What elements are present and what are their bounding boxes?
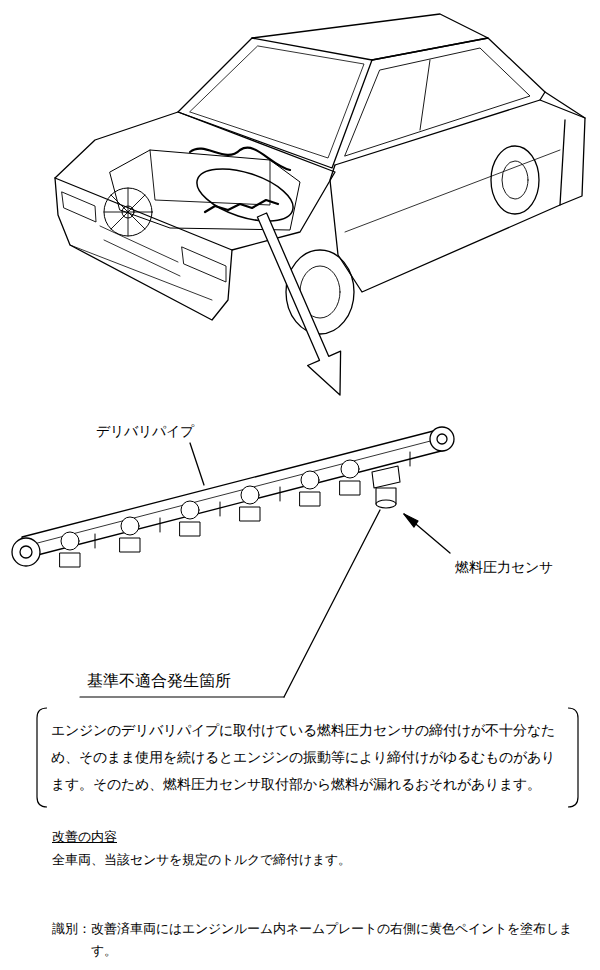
car-drawing <box>55 112 335 250</box>
car-drawing <box>55 178 232 320</box>
engine-drawing <box>104 188 152 236</box>
delivery-pipe-drawing <box>120 538 140 552</box>
pressure-sensor-drawing <box>372 466 400 508</box>
leader-line <box>190 443 204 485</box>
delivery-pipe-drawing <box>20 546 32 558</box>
car-drawing <box>62 192 96 222</box>
delivery-pipe-drawing <box>437 434 447 444</box>
part-label: デリバリパイプ <box>96 421 194 441</box>
delivery-pipe-drawing <box>430 427 454 451</box>
right-bracket <box>568 708 578 807</box>
bracketed-note: 基準不適合発生箇所エンジンのデリバリパイプに取付けている燃料圧力センサの締付けが… <box>35 707 580 808</box>
delivery-pipe-drawing <box>300 492 320 506</box>
delivery-pipe-drawing <box>12 538 40 566</box>
car-drawing <box>491 146 539 214</box>
pressure-sensor-drawing <box>376 500 396 508</box>
pointer-arrow <box>257 213 340 395</box>
note-text: 識別：改善済車両にはエンジンルーム内ネームプレートの右側に黄色ペイントを塗布しま… <box>52 918 577 962</box>
sensor-arrow <box>404 514 418 527</box>
illustration <box>12 14 585 697</box>
delivery-pipe-drawing <box>301 471 319 489</box>
car-drawing <box>252 14 488 60</box>
leader-line <box>80 696 284 697</box>
leader-line <box>80 443 380 697</box>
delivery-pipe-drawing <box>121 517 139 535</box>
car-drawing <box>345 48 530 156</box>
car-drawing <box>545 92 585 205</box>
delivery-pipe-drawing <box>60 553 80 567</box>
delivery-pipe-drawing <box>180 522 200 536</box>
delivery-pipe-drawing <box>60 452 410 567</box>
delivery-pipe-drawing <box>26 438 442 546</box>
sensor-arrow <box>404 514 450 553</box>
car-drawing <box>330 120 565 292</box>
car-drawing <box>540 100 585 118</box>
car-drawing <box>502 161 528 199</box>
car-drawing <box>190 46 364 158</box>
section-heading: 基準不適合発生箇所 <box>87 671 231 692</box>
delivery-pipe-drawing <box>61 532 79 550</box>
car-drawing <box>182 247 226 282</box>
delivery-pipe-drawing <box>22 428 445 559</box>
car-drawing <box>100 226 180 276</box>
left-bracket <box>37 708 47 807</box>
delivery-pipe-drawing <box>12 427 454 567</box>
car-drawing <box>345 150 560 232</box>
car-drawing <box>55 14 585 334</box>
note-text: エンジンのデリバリパイプに取付けている燃料圧力センサの締付けが不十分なため、その… <box>51 717 564 798</box>
delivery-pipe-drawing <box>341 460 359 478</box>
engine-drawing <box>104 188 152 236</box>
delivery-pipe-drawing <box>240 507 260 521</box>
pointer-arrow <box>257 213 340 395</box>
engine-drawing <box>190 148 290 170</box>
delivery-pipe-drawing <box>95 452 410 548</box>
pressure-sensor-drawing <box>372 466 400 488</box>
engine-drawing <box>191 159 300 232</box>
sensor-arrow <box>404 514 450 553</box>
part-label: 燃料圧力センサ <box>455 557 553 577</box>
leader-line <box>284 510 380 697</box>
note-text: 全車両、当該センサを規定のトルクで締付けます。 <box>52 851 351 869</box>
delivery-pipe-drawing <box>181 501 199 519</box>
delivery-pipe-drawing <box>340 481 360 495</box>
delivery-pipe-drawing <box>241 486 259 504</box>
section-heading: 改善の内容 <box>52 828 117 846</box>
car-drawing <box>420 60 430 130</box>
engine-drawing <box>150 150 270 205</box>
car-drawing <box>70 245 212 300</box>
